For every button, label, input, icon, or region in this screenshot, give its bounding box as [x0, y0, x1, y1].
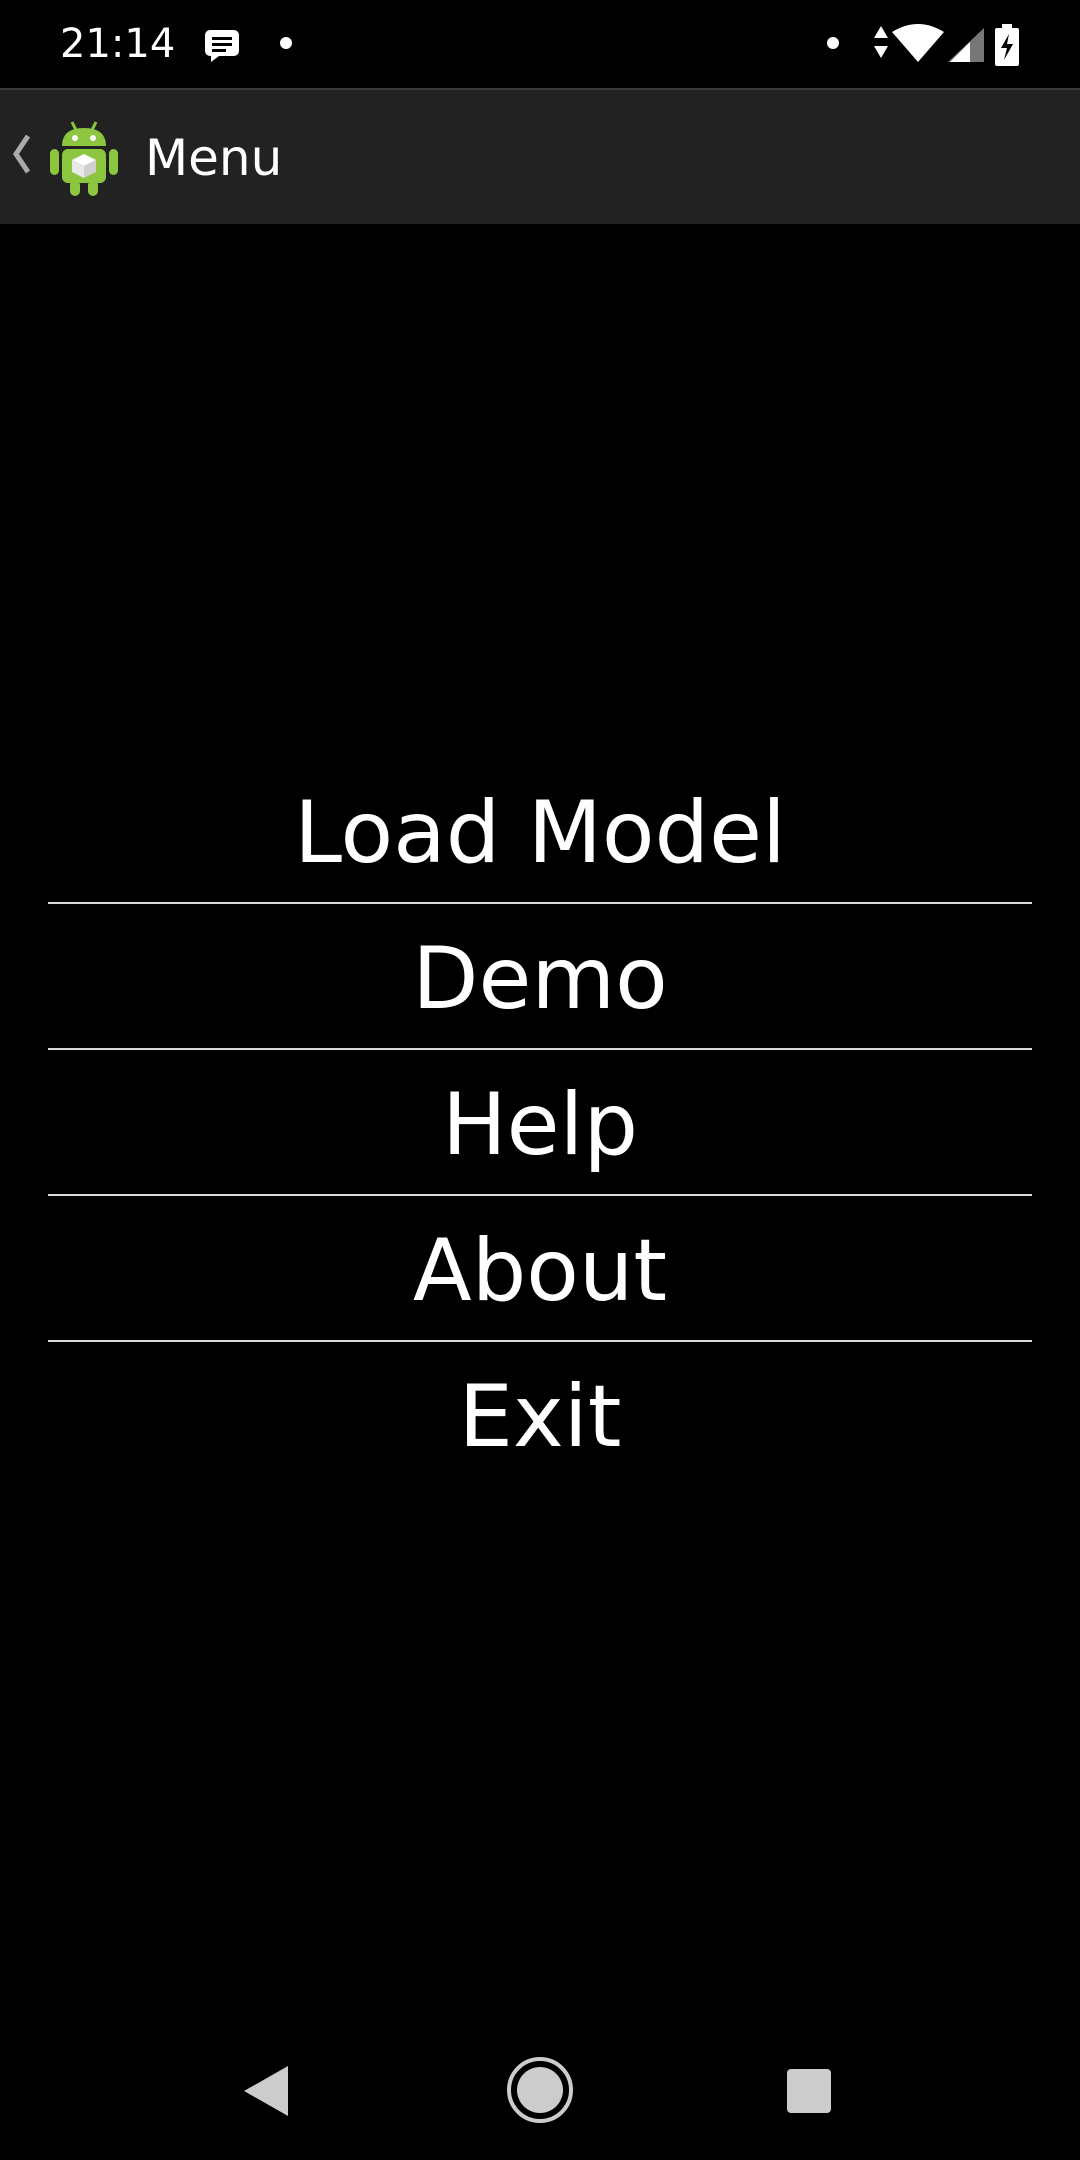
dot-icon [280, 37, 292, 49]
dot-icon [827, 37, 839, 49]
menu-item-about[interactable]: About [48, 1196, 1032, 1342]
recents-square-icon[interactable] [786, 2068, 832, 2114]
main-menu: Load Model Demo Help About Exit [48, 758, 1032, 1488]
home-circle-icon[interactable] [506, 2056, 574, 2124]
menu-item-exit[interactable]: Exit [458, 1367, 622, 1467]
android-robot-icon [50, 121, 118, 196]
message-icon [205, 30, 239, 62]
back-triangle-icon[interactable] [244, 2066, 288, 2116]
battery-charging-icon [995, 24, 1019, 66]
status-time: 21:14 [60, 21, 176, 67]
system-nav-bar [0, 2040, 1080, 2140]
menu-item-demo[interactable]: Demo [48, 904, 1032, 1050]
page-title: Menu [145, 129, 283, 187]
menu-item-load-model[interactable]: Load Model [48, 758, 1032, 904]
status-bar: 21:14 [0, 0, 1080, 88]
data-arrows-icon [874, 26, 888, 58]
app-bar: Menu [0, 88, 1080, 224]
chevron-left-icon[interactable] [10, 132, 34, 176]
wifi-icon [892, 24, 944, 62]
cell-signal-icon [948, 28, 984, 62]
menu-item-help[interactable]: Help [48, 1050, 1032, 1196]
